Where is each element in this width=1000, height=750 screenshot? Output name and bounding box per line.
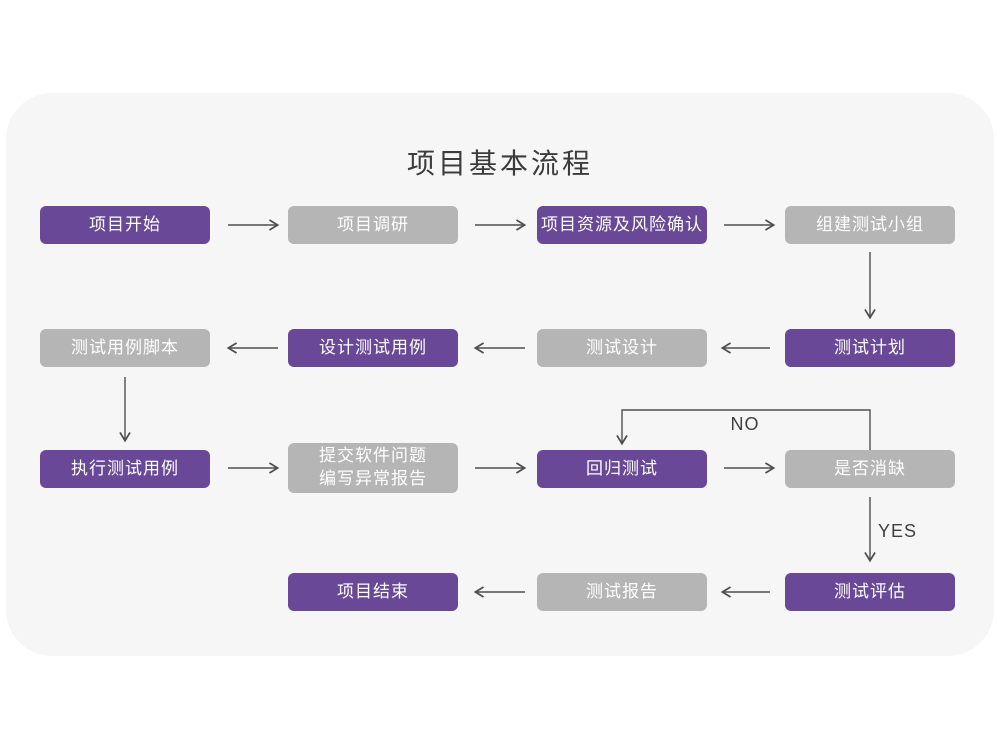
node-build-test-team: 组建测试小组 bbox=[785, 206, 955, 244]
node-project-start: 项目开始 bbox=[40, 206, 210, 244]
node-test-report: 测试报告 bbox=[537, 573, 707, 611]
node-execute-test-cases: 执行测试用例 bbox=[40, 450, 210, 488]
node-test-case-scripts: 测试用例脚本 bbox=[40, 329, 210, 367]
node-regression-test: 回归测试 bbox=[537, 450, 707, 488]
edge-label-no: NO bbox=[730, 414, 760, 434]
node-design-test-cases: 设计测试用例 bbox=[288, 329, 458, 367]
node-submit-issue-report: 提交软件问题 编写异常报告 bbox=[288, 443, 458, 493]
edge-label-yes: YES bbox=[878, 521, 918, 541]
node-project-research: 项目调研 bbox=[288, 206, 458, 244]
node-test-evaluation: 测试评估 bbox=[785, 573, 955, 611]
node-test-plan: 测试计划 bbox=[785, 329, 955, 367]
node-project-resources-risk: 项目资源及风险确认 bbox=[537, 206, 707, 244]
page-title: 项目基本流程 bbox=[406, 148, 593, 179]
flowchart-panel bbox=[6, 93, 994, 656]
node-defect-resolved: 是否消缺 bbox=[785, 450, 955, 488]
node-test-design: 测试设计 bbox=[537, 329, 707, 367]
node-project-end: 项目结束 bbox=[288, 573, 458, 611]
